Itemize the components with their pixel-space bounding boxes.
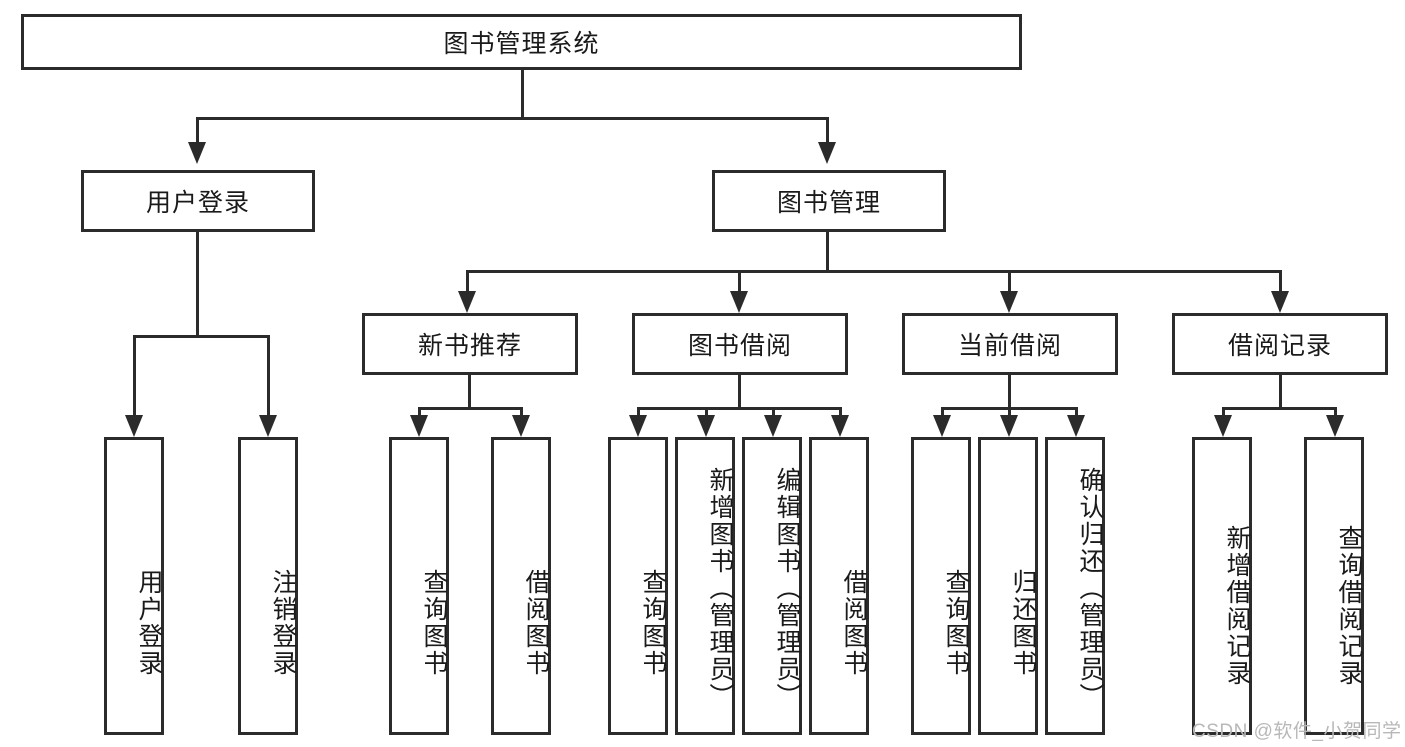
leaf-bb-query-book[interactable]: 查询图书 — [608, 437, 668, 735]
node-label: 查询图书 — [420, 569, 448, 677]
arrow-to-book-management — [818, 142, 836, 164]
connector-user-login-down — [196, 232, 199, 335]
arrow-nbr-leaf-2 — [512, 415, 530, 437]
arrow-bb-leaf-4 — [831, 415, 849, 437]
connector-to-book-borrow — [738, 270, 741, 291]
node-label: 新书推荐 — [417, 332, 522, 360]
connector-book-borrow-bar — [637, 407, 842, 410]
node-label: 借阅图书 — [840, 569, 868, 677]
node-book-borrow[interactable]: 图书借阅 — [632, 313, 848, 375]
node-book-management[interactable]: 图书管理 — [712, 170, 946, 232]
connector-user-login-bar — [133, 335, 270, 338]
node-label: 确认归还（管理员） — [1076, 466, 1104, 710]
leaf-nbr-query-book[interactable]: 查询图书 — [389, 437, 449, 735]
connector-nbr-leaf-1 — [418, 407, 421, 415]
node-label: 注销登录 — [269, 569, 297, 677]
connector-bb-leaf-4 — [839, 407, 842, 415]
connector-book-management-down — [826, 232, 829, 270]
connector-cb-leaf-2 — [1008, 407, 1011, 415]
arrow-to-current-borrow — [1000, 291, 1018, 313]
leaf-bb-add-book-admin[interactable]: 新增图书（管理员） — [675, 437, 735, 735]
node-label: 图书管理系统 — [443, 30, 600, 58]
leaf-bb-edit-book-admin[interactable]: 编辑图书（管理员） — [742, 437, 802, 735]
leaf-bb-borrow-book[interactable]: 借阅图书 — [809, 437, 869, 735]
node-borrow-record[interactable]: 借阅记录 — [1172, 313, 1388, 375]
connector-to-user-login — [196, 117, 199, 142]
arrow-br-leaf-1 — [1214, 415, 1232, 437]
connector-to-book-management — [826, 117, 829, 142]
connector-to-current-borrow — [1008, 270, 1011, 291]
arrow-user-login-leaf-1 — [125, 415, 143, 437]
connector-user-login-leaf-1 — [133, 335, 136, 415]
node-label: 归还图书 — [1009, 569, 1037, 677]
node-label: 查询图书 — [942, 569, 970, 677]
leaf-cb-return-book[interactable]: 归还图书 — [978, 437, 1038, 735]
node-label: 新增图书（管理员） — [706, 466, 734, 710]
leaf-nbr-borrow-book[interactable]: 借阅图书 — [491, 437, 551, 735]
leaf-cb-confirm-return-admin[interactable]: 确认归还（管理员） — [1045, 437, 1105, 735]
connector-bb-leaf-2 — [705, 407, 708, 415]
leaf-cb-query-book[interactable]: 查询图书 — [911, 437, 971, 735]
arrow-cb-leaf-2 — [1000, 415, 1018, 437]
connector-borrow-record-down — [1279, 375, 1282, 407]
arrow-bb-leaf-2 — [697, 415, 715, 437]
node-label: 借阅图书 — [522, 569, 550, 677]
arrow-bb-leaf-1 — [629, 415, 647, 437]
node-label: 图书管理 — [776, 189, 881, 217]
arrow-nbr-leaf-1 — [410, 415, 428, 437]
connector-bb-leaf-1 — [637, 407, 640, 415]
arrow-to-borrow-record — [1271, 291, 1289, 313]
leaf-br-add-record[interactable]: 新增借阅记录 — [1192, 437, 1252, 735]
arrow-to-new-book-recommend — [458, 291, 476, 313]
node-label: 用户登录 — [135, 569, 163, 677]
arrow-cb-leaf-1 — [933, 415, 951, 437]
arrow-to-user-login — [188, 142, 206, 164]
node-label: 当前借阅 — [957, 332, 1062, 360]
connector-cb-leaf-3 — [1075, 407, 1078, 415]
connector-book-borrow-down — [738, 375, 741, 407]
node-label: 编辑图书（管理员） — [773, 466, 801, 710]
node-label: 借阅记录 — [1227, 332, 1332, 360]
node-label: 新增借阅记录 — [1223, 525, 1251, 687]
connector-root-bar — [196, 117, 828, 120]
connector-new-book-recommend-down — [468, 375, 471, 407]
connector-to-borrow-record — [1279, 270, 1282, 291]
node-label: 查询图书 — [639, 569, 667, 677]
arrow-cb-leaf-3 — [1067, 415, 1085, 437]
leaf-user-login-logout[interactable]: 注销登录 — [238, 437, 298, 735]
leaf-user-login-login[interactable]: 用户登录 — [104, 437, 164, 735]
connector-to-new-book-recommend — [466, 270, 469, 291]
watermark-csdn: CSDN @软件_小贺同学 — [1192, 721, 1402, 742]
node-label: 用户登录 — [145, 189, 250, 217]
connector-root-down — [521, 70, 524, 117]
connector-new-book-recommend-bar — [418, 407, 523, 410]
connector-cb-leaf-1 — [941, 407, 944, 415]
arrow-br-leaf-2 — [1326, 415, 1344, 437]
connector-user-login-leaf-2 — [267, 335, 270, 415]
node-label: 图书借阅 — [687, 332, 792, 360]
connector-current-borrow-down — [1008, 375, 1011, 407]
connector-bb-leaf-3 — [772, 407, 775, 415]
node-user-login[interactable]: 用户登录 — [81, 170, 315, 232]
connector-level3-bar — [466, 270, 1282, 273]
leaf-br-query-record[interactable]: 查询借阅记录 — [1304, 437, 1364, 735]
connector-br-leaf-2 — [1334, 407, 1337, 415]
node-current-borrow[interactable]: 当前借阅 — [902, 313, 1118, 375]
node-root-book-management-system[interactable]: 图书管理系统 — [21, 14, 1022, 70]
connector-borrow-record-bar — [1222, 407, 1337, 410]
arrow-bb-leaf-3 — [764, 415, 782, 437]
arrow-to-book-borrow — [730, 291, 748, 313]
connector-nbr-leaf-2 — [520, 407, 523, 415]
arrow-user-login-leaf-2 — [259, 415, 277, 437]
node-new-book-recommend[interactable]: 新书推荐 — [362, 313, 578, 375]
connector-br-leaf-1 — [1222, 407, 1225, 415]
node-label: 查询借阅记录 — [1335, 525, 1363, 687]
